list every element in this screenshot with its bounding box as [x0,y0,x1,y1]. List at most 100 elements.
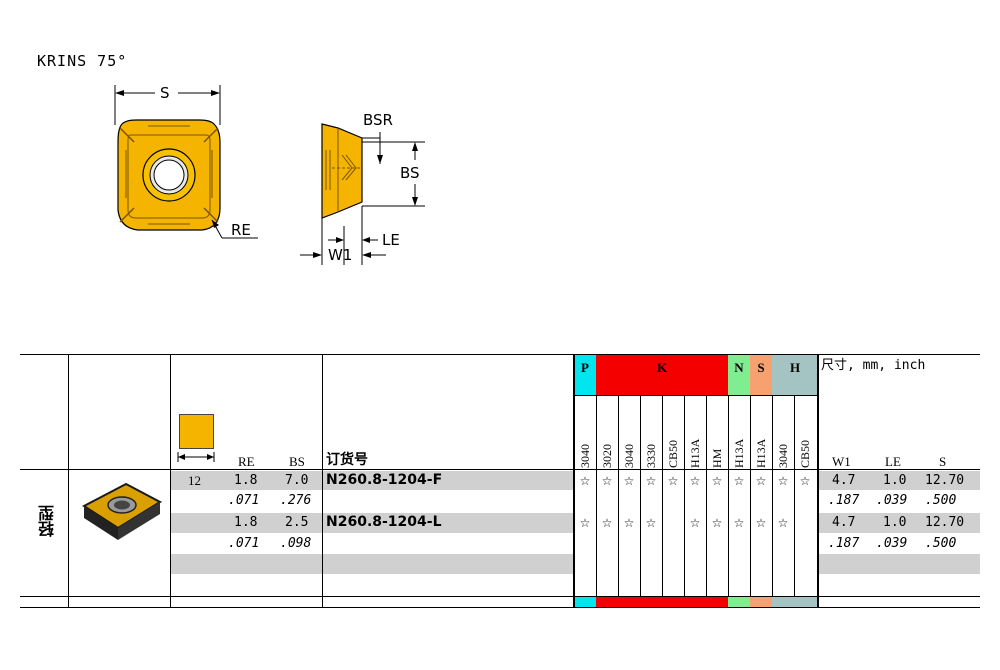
row2-re-in: .071 [228,536,260,551]
grade-availability-star: ☆ [601,516,613,530]
insert-photo [82,482,163,540]
grade-availability-star: ☆ [645,516,657,530]
col-header-s: S [939,454,947,469]
row2-bs-mm: 2.5 [285,515,309,530]
grade-col-rule [794,395,795,596]
row2-le-mm: 1.0 [883,515,907,530]
rule-bottom [20,607,980,608]
rule-footer-top [20,596,980,597]
size-value: 12 [188,473,201,488]
group-n-label: N [734,360,744,375]
dims-header: 尺寸, mm, inch [821,358,926,373]
grade-label: CB50 [798,439,812,468]
grade-label: H13A [754,438,768,468]
row1-bs-mm: 7.0 [285,473,309,488]
grade-col-rule [596,395,597,596]
grade-availability-star: ☆ [711,516,723,530]
grade-availability-star: ☆ [623,474,635,488]
grade-availability-star: ☆ [689,474,701,488]
grade-label: 3040 [776,444,790,468]
group-k-label: K [656,360,668,375]
row1-le-in: .039 [876,493,908,508]
row1-le-mm: 1.0 [883,473,907,488]
rule-grade-top [574,395,818,396]
label-w1: W1 [328,246,352,264]
col-header-re: RE [238,454,255,469]
row-band-2-dims [818,513,980,533]
row2-s-mm: 12.70 [925,515,965,530]
s-dimension-icon [177,452,215,462]
rule-v3 [322,354,323,608]
col-header-order: 订货号 [326,452,368,468]
group-k-footer [596,597,728,608]
grade-col-rule [772,395,773,596]
rule-top [20,354,980,355]
grade-availability-star: ☆ [579,474,591,488]
label-le: LE [382,231,400,249]
row-band-3 [171,554,574,574]
row-band-1-dims [818,471,980,490]
grade-label: 3040 [578,444,592,468]
grade-availability-star: ☆ [799,474,811,488]
group-k-header [596,355,728,395]
label-bs: BS [400,164,420,182]
rule-v4 [573,354,575,608]
group-p-header [574,355,596,395]
row2-s-in: .500 [925,536,957,551]
grade-col-rule [684,395,685,596]
grade-availability-star: ☆ [777,516,789,530]
grade-availability-star: ☆ [667,474,679,488]
group-h-label: H [789,360,801,375]
grade-col-rule [728,395,729,596]
grade-availability-star: ☆ [711,474,723,488]
row1-re-in: .071 [228,493,260,508]
grade-availability-star: ☆ [755,516,767,530]
grade-availability-star: ☆ [733,516,745,530]
insert-side-view [321,123,363,219]
grade-col-rule [750,395,751,596]
page-title: KRINS 75° [37,52,128,70]
grade-availability-star: ☆ [601,474,613,488]
grade-label: H13A [732,438,746,468]
grade-availability-star: ☆ [777,474,789,488]
insert-drawing: S RE BSR BS LE W1 [114,84,425,265]
row-band-3-dims [818,554,980,574]
row2-le-in: .039 [876,536,908,551]
group-h-footer [772,597,818,608]
grade-label: H13A [688,438,702,468]
row1-w1-in: .187 [828,493,860,508]
grade-col-rule [640,395,641,596]
row1-s-mm: 12.70 [925,473,965,488]
rule-v1 [68,354,69,608]
group-h-header [772,355,818,395]
group-p-footer [574,597,596,608]
grade-col-rule [662,395,663,596]
row2-bs-in: .098 [280,536,312,551]
insert-top-view [117,119,221,231]
row1-order-number[interactable]: N260.8-1204-F [326,472,443,488]
label-bsr: BSR [363,111,393,129]
row1-bs-in: .276 [280,493,312,508]
rule-header-bottom [20,469,980,470]
rule-v5 [817,354,819,608]
grade-availability-star: ☆ [645,474,657,488]
grade-label: 3020 [600,444,614,468]
grade-label: CB50 [666,439,680,468]
row2-w1-mm: 4.7 [832,515,856,530]
grade-col-rule [618,395,619,596]
grade-availability-star: ☆ [755,474,767,488]
col-header-le: LE [885,454,901,469]
row2-re-mm: 1.8 [234,515,258,530]
group-p-label: P [581,360,589,375]
row2-order-number[interactable]: N260.8-1204-L [326,514,442,530]
col-header-w1: W1 [832,454,851,469]
group-s-header [750,355,772,395]
grade-availability-star: ☆ [579,516,591,530]
row2-w1-in: .187 [828,536,860,551]
rule-v2 [170,354,171,608]
row-band-1 [171,471,574,490]
insert-type-label: 轻型 [38,505,57,537]
grade-availability-star: ☆ [623,516,635,530]
group-n-header [728,355,750,395]
grade-availability-star: ☆ [733,474,745,488]
